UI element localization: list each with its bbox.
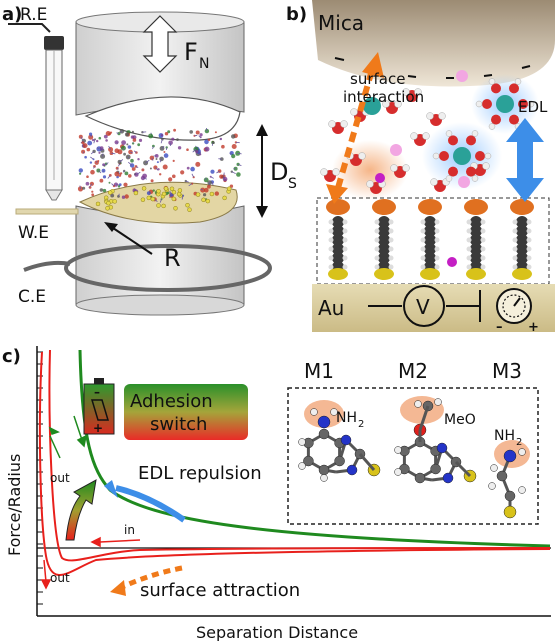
molecule-name-m2: M2 — [398, 359, 428, 383]
molecule-name-m3: M3 — [492, 359, 522, 383]
counter-electrode-label: C.E — [18, 287, 46, 307]
work-electrode-label: W.E — [18, 223, 49, 243]
panel-c: c) in out in out – + — [2, 346, 551, 641]
edl-label: EDL — [518, 98, 548, 116]
switch-arrow — [66, 480, 96, 540]
counter-electrode-lead — [24, 263, 70, 270]
m1-group-label: NH — [336, 410, 357, 426]
adhesion-label-line2: switch — [150, 414, 207, 435]
radius-label: R — [164, 244, 181, 272]
m1-group-sub: 2 — [358, 419, 364, 430]
m3-group-sub: 2 — [516, 437, 522, 448]
in-label-red: in — [124, 523, 135, 537]
lower-cylinder-bottom — [76, 295, 244, 315]
m3-group-label: NH — [494, 428, 515, 444]
x-axis-label: Separation Distance — [196, 623, 358, 641]
force-subscript: N — [199, 56, 209, 72]
edl-repulsion-label: EDL repulsion — [138, 463, 262, 484]
y-axis-label: Force/Radius — [5, 454, 24, 556]
surface-interaction-line2: interaction — [343, 88, 424, 106]
panel-b-label: b) — [286, 4, 307, 25]
panel-a: a) R.E W.E C.E F N D S R — [2, 4, 297, 315]
voltage-label: V — [416, 295, 430, 319]
panel-b: – + b) Mica surface interaction EDL Au V — [286, 0, 555, 335]
green-in-arrow — [50, 416, 86, 458]
adhesion-label-line1: Adhesion — [130, 391, 213, 412]
svg-text:+: + — [528, 320, 539, 335]
svg-text:–: – — [94, 385, 100, 399]
svg-text:–: – — [496, 320, 503, 335]
au-label: Au — [318, 296, 344, 320]
molecule-name-m1: M1 — [304, 359, 334, 383]
molecule-structures — [299, 396, 531, 518]
out-label-red: out — [50, 571, 70, 585]
svg-text:+: + — [93, 421, 103, 435]
mica-label: Mica — [318, 11, 364, 35]
sam-chains — [326, 199, 534, 280]
force-label: F — [184, 38, 198, 66]
reference-electrode — [8, 24, 64, 200]
edl-repulsion-arrow — [116, 488, 184, 520]
m2-group-label: MeO — [444, 412, 476, 428]
surface-interaction-line1: surface — [350, 70, 405, 88]
surface-attraction-label: surface attraction — [140, 580, 300, 601]
panel-c-label: c) — [2, 346, 21, 367]
working-electrode-rod — [16, 209, 78, 214]
distance-label: D — [270, 158, 288, 186]
ref-electrode-label: R.E — [20, 5, 47, 25]
out-label-green: out — [50, 471, 70, 485]
distance-subscript: S — [288, 176, 297, 192]
